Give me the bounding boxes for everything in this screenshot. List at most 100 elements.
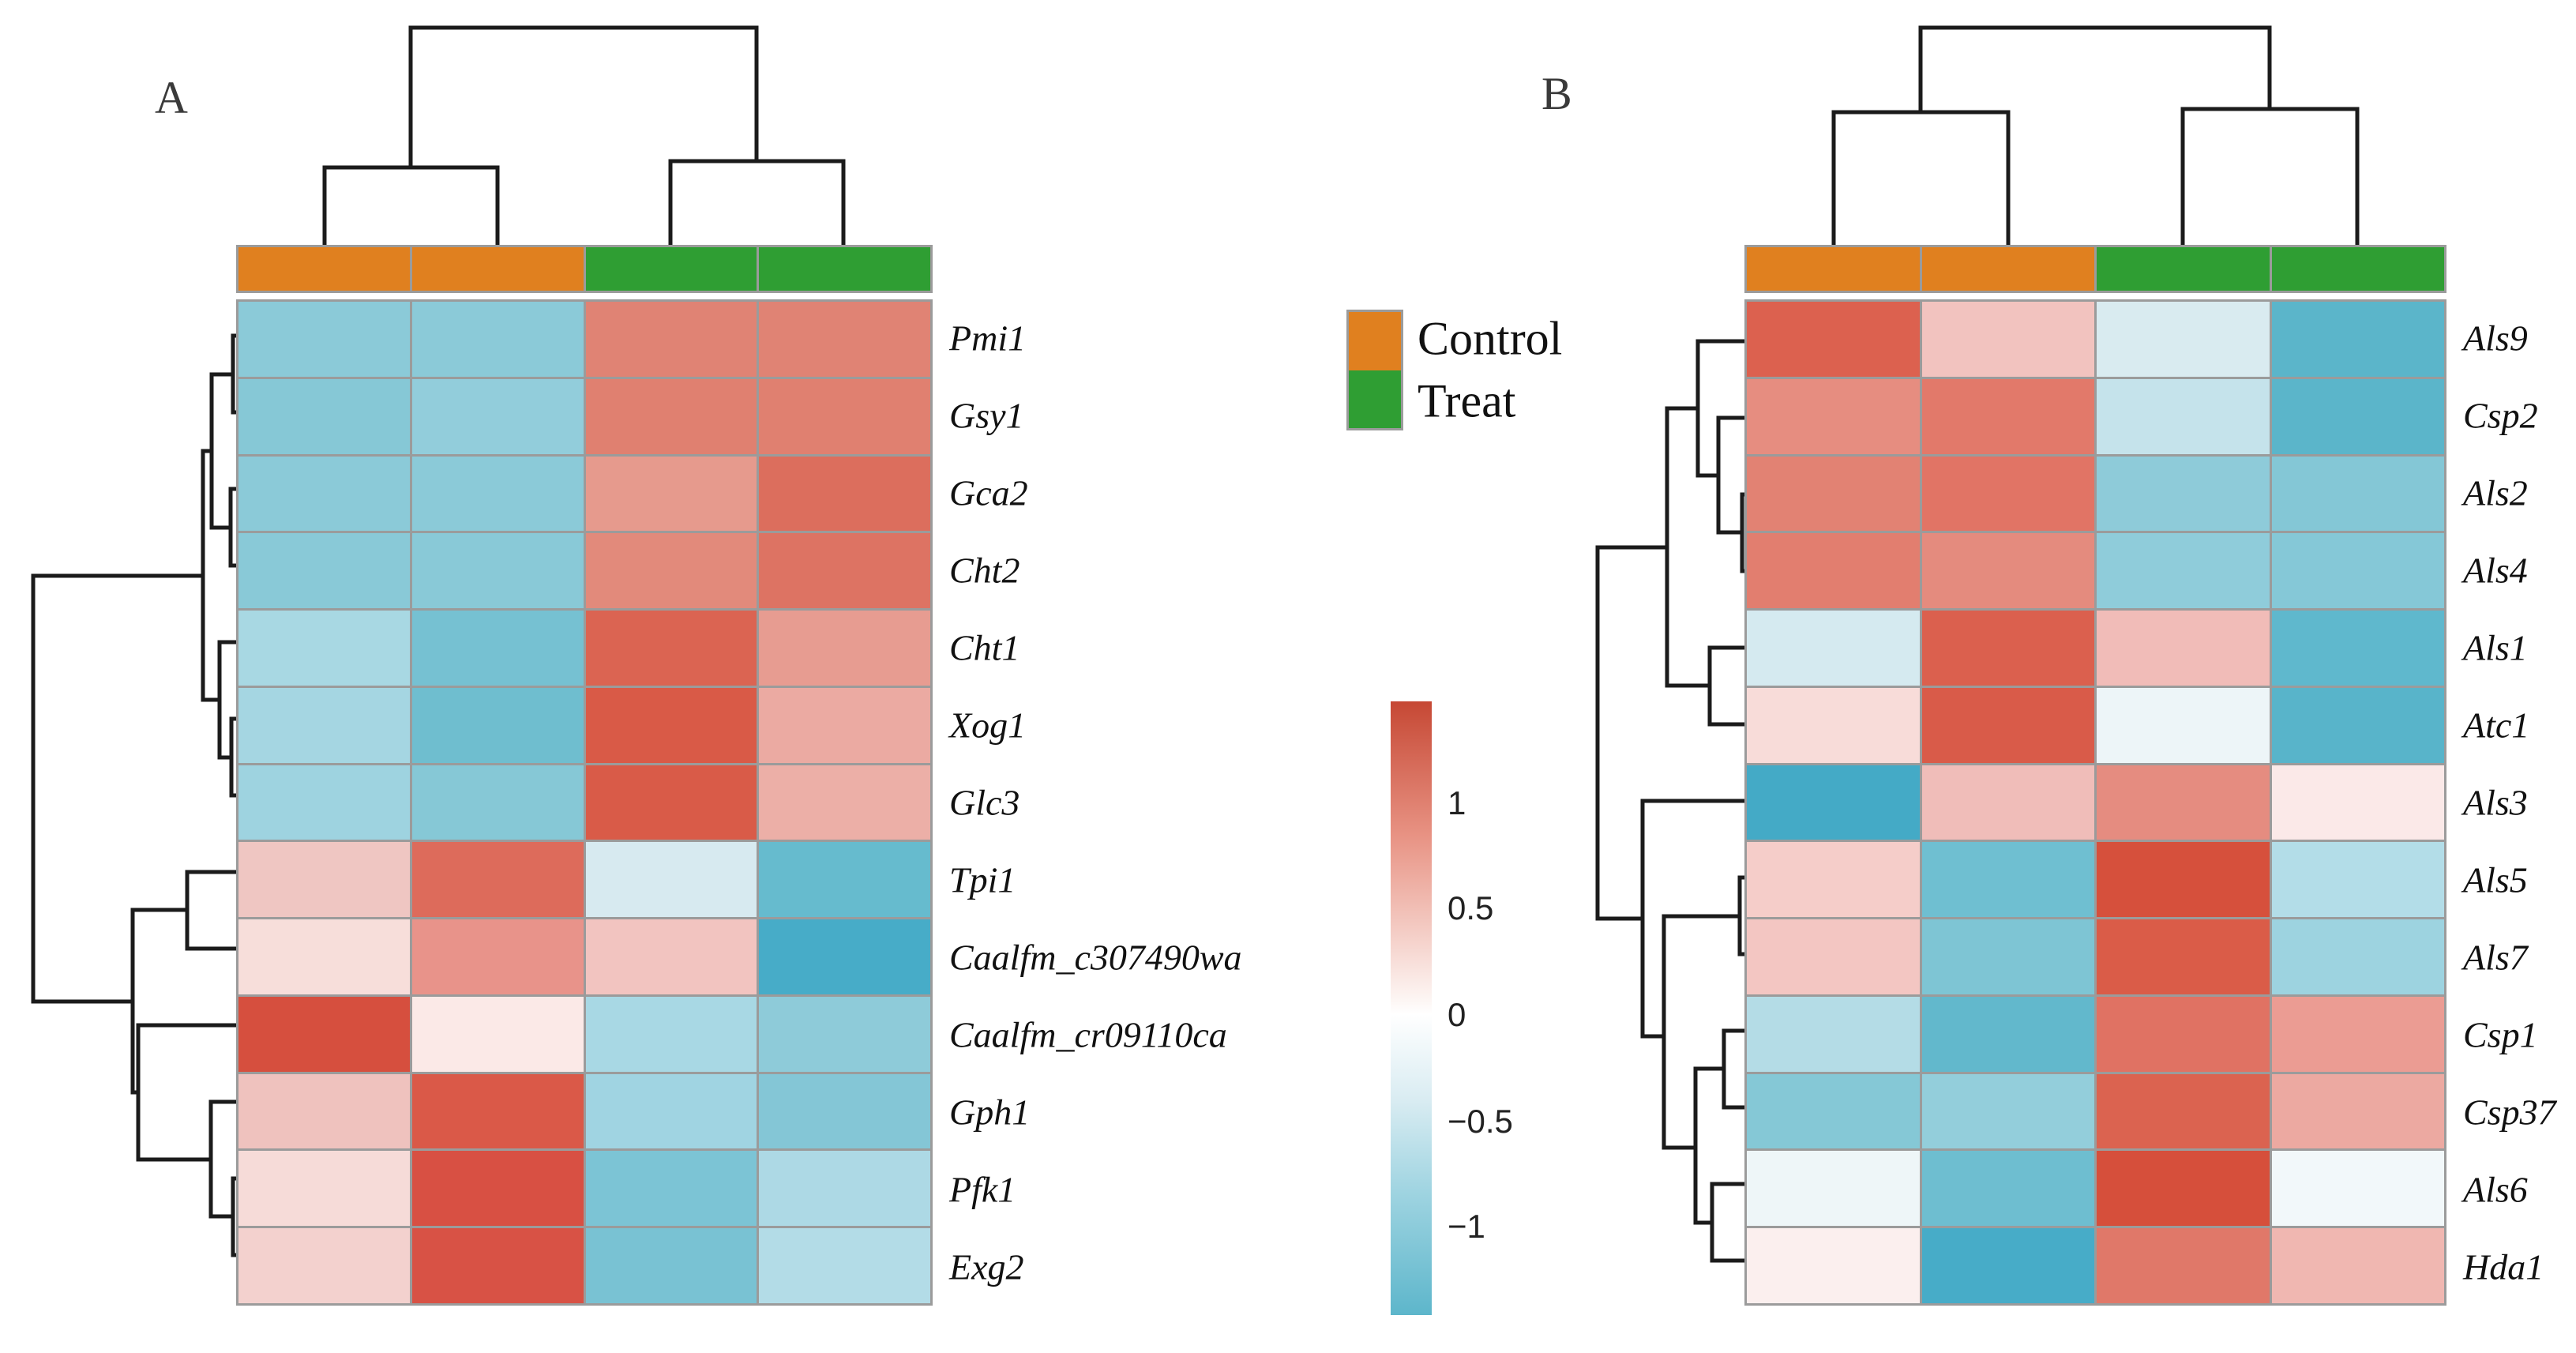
heatmap-cell bbox=[759, 378, 930, 454]
gene-row-label: Gph1 bbox=[949, 1092, 1031, 1133]
heatmap-cell bbox=[2271, 533, 2444, 609]
heatmap-cell bbox=[238, 996, 410, 1072]
colorbar-tick-label: 0.5 bbox=[1448, 889, 1494, 926]
heatmap-cell bbox=[1747, 456, 1920, 532]
heatmap-cell bbox=[411, 1073, 584, 1149]
heatmap-cell bbox=[411, 611, 584, 686]
heatmap-cell bbox=[411, 302, 584, 377]
heatmap-cell bbox=[411, 1228, 584, 1303]
heatmap-cell bbox=[238, 378, 410, 454]
heatmap-cell bbox=[1921, 996, 2094, 1072]
gene-row-label: Pfk1 bbox=[949, 1169, 1016, 1210]
heatmap-cell bbox=[411, 456, 584, 532]
heatmap-cell bbox=[2097, 765, 2270, 840]
column-annotation-bar-b bbox=[1744, 245, 2446, 293]
treat-legend-swatch bbox=[1349, 370, 1401, 428]
heatmap-cell bbox=[759, 996, 930, 1072]
control-legend-swatch bbox=[1349, 312, 1401, 370]
heatmap-cell bbox=[759, 302, 930, 377]
treat-legend-label: Treat bbox=[1418, 374, 1516, 427]
heatmap-cell bbox=[2271, 842, 2444, 918]
gene-row-label: Als1 bbox=[2463, 627, 2528, 668]
heatmap-cell bbox=[1747, 1151, 1920, 1227]
heatmap-cell bbox=[1747, 302, 1920, 377]
heatmap-cell bbox=[2271, 1151, 2444, 1227]
colorbar-tick-label: 0 bbox=[1448, 996, 1466, 1033]
panel-b-letter: B bbox=[1541, 68, 1572, 119]
heatmap-cell bbox=[759, 687, 930, 763]
heatmap-cell bbox=[2097, 687, 2270, 763]
gene-row-label: Pmi1 bbox=[949, 318, 1027, 359]
heatmap-cell bbox=[411, 1151, 584, 1227]
heatmap-cell bbox=[759, 611, 930, 686]
heatmap-cell bbox=[1747, 1073, 1920, 1149]
heatmap-cell bbox=[238, 687, 410, 763]
heatmap-cell bbox=[759, 456, 930, 532]
sample-group-annotation-cell bbox=[759, 247, 930, 291]
heatmap-cell bbox=[759, 1151, 930, 1227]
heatmap-cell bbox=[411, 533, 584, 609]
heatmap-cell bbox=[585, 1073, 757, 1149]
heatmap-cell bbox=[411, 687, 584, 763]
gene-row-label: Als9 bbox=[2463, 318, 2528, 359]
gene-row-label: Xog1 bbox=[949, 705, 1027, 746]
heatmap-cell bbox=[2271, 1073, 2444, 1149]
heatmap-cell bbox=[759, 1228, 930, 1303]
heatmap-cell bbox=[1921, 1073, 2094, 1149]
heatmap-cell bbox=[1747, 687, 1920, 763]
heatmap-cell bbox=[2097, 533, 2270, 609]
sample-group-annotation-cell bbox=[238, 247, 410, 291]
heatmap-cell bbox=[2097, 1228, 2270, 1303]
heatmap-cell bbox=[759, 765, 930, 840]
colorbar-tick-label: −1 bbox=[1448, 1208, 1485, 1245]
heatmap-cell bbox=[411, 378, 584, 454]
heatmap-cell bbox=[2271, 919, 2444, 994]
heatmap-cell bbox=[585, 302, 757, 377]
heatmap-cell bbox=[2271, 765, 2444, 840]
heatmap-cell bbox=[2097, 302, 2270, 377]
sample-group-annotation-cell bbox=[1747, 247, 1920, 291]
heatmap-cell bbox=[1921, 1151, 2094, 1227]
heatmap-cell bbox=[585, 456, 757, 532]
heatmap-cell bbox=[411, 996, 584, 1072]
heatmap-b bbox=[1744, 299, 2446, 1306]
heatmap-cell bbox=[2271, 611, 2444, 686]
heatmap-cell bbox=[238, 1073, 410, 1149]
sample-group-annotation-cell bbox=[2097, 247, 2270, 291]
heatmap-cell bbox=[1747, 765, 1920, 840]
heatmap-cell bbox=[238, 533, 410, 609]
heatmap-cell bbox=[1747, 533, 1920, 609]
heatmap-cell bbox=[1921, 765, 2094, 840]
heatmap-cell bbox=[2097, 611, 2270, 686]
heatmap-cell bbox=[585, 996, 757, 1072]
heatmap-a bbox=[236, 299, 933, 1306]
gene-row-label: Hda1 bbox=[2463, 1246, 2544, 1287]
heatmap-cell bbox=[238, 1228, 410, 1303]
heatmap-cell bbox=[2271, 687, 2444, 763]
sample-group-annotation-cell bbox=[1921, 247, 2094, 291]
gene-row-label: Caalfm_c307490wa bbox=[949, 937, 1242, 978]
heatmap-cell bbox=[1921, 302, 2094, 377]
heatmap-cell bbox=[2097, 378, 2270, 454]
heatmap-cell bbox=[759, 919, 930, 994]
heatmap-cell bbox=[585, 919, 757, 994]
heatmap-cell bbox=[1747, 1228, 1920, 1303]
heatmap-cell bbox=[2271, 456, 2444, 532]
heatmap-cell bbox=[585, 533, 757, 609]
heatmap-cell bbox=[2271, 1228, 2444, 1303]
heatmap-cell bbox=[411, 842, 584, 918]
heatmap-cell bbox=[1747, 378, 1920, 454]
heatmap-cell bbox=[759, 533, 930, 609]
gene-row-label: Cht2 bbox=[949, 550, 1020, 591]
heatmap-cell bbox=[2097, 996, 2270, 1072]
gene-row-label: Tpi1 bbox=[949, 859, 1016, 900]
colorbar-gradient bbox=[1391, 701, 1432, 1315]
column-annotation-bar-a bbox=[236, 245, 933, 293]
gene-row-label: Csp1 bbox=[2463, 1014, 2538, 1055]
heatmap-cell bbox=[585, 842, 757, 918]
sample-group-annotation-cell bbox=[411, 247, 584, 291]
heatmap-cell bbox=[1921, 611, 2094, 686]
heatmap-cell bbox=[2097, 919, 2270, 994]
gene-row-label: Csp37 bbox=[2463, 1092, 2556, 1133]
